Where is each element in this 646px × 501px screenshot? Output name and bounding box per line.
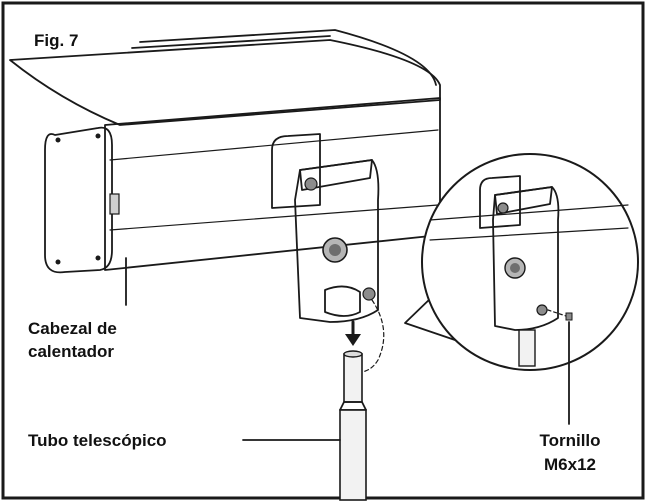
label-screw-line2: M6x12 [544,455,596,474]
detail-bracket-top [494,186,553,215]
heater-head [9,29,441,274]
detail-mount-plate [479,175,521,229]
detail-screw-dashed [547,309,567,317]
end-cap-screw [95,133,101,139]
heater-handle-rail [131,29,437,86]
heater-groove-lines [109,129,439,231]
heater-top-surface [9,39,441,126]
mounting-bracket [294,159,380,323]
bracket-side-screw [362,287,376,301]
end-cap-screw [55,137,61,143]
label-heater-head-line2: calentador [28,342,114,361]
bracket-top-screw [304,177,318,191]
detail-bracket-body [492,186,560,331]
tube-upper [343,353,363,403]
label-screw-line1: Tornillo [539,431,600,450]
detail-knob-center [510,263,520,273]
detail-side-screw [536,304,548,316]
bracket-knob-center [329,244,341,256]
detail-callout [404,153,639,371]
tube-lower [339,409,367,501]
heater-end-cap [44,126,113,274]
bracket-socket [324,285,361,317]
telescopic-tube [339,350,367,501]
detail-top-screw [497,202,509,214]
end-cap-latch [109,193,120,215]
figure-title: Fig. 7 [34,31,78,50]
screw-path-dashed [361,299,385,373]
label-heater-head-line1: Cabezal de [28,319,117,338]
detail-heater-edge [429,204,629,241]
end-cap-screw [95,255,101,261]
bracket-body [294,159,380,323]
insert-arrow [345,320,361,346]
screw-icon [565,312,573,321]
heater-mount-plate [271,133,321,209]
tube-top-opening [343,350,363,358]
detail-tube [518,329,536,367]
bracket-top [299,159,373,191]
end-cap-screw [55,259,61,265]
label-telescopic-tube: Tubo telescópico [28,431,167,450]
